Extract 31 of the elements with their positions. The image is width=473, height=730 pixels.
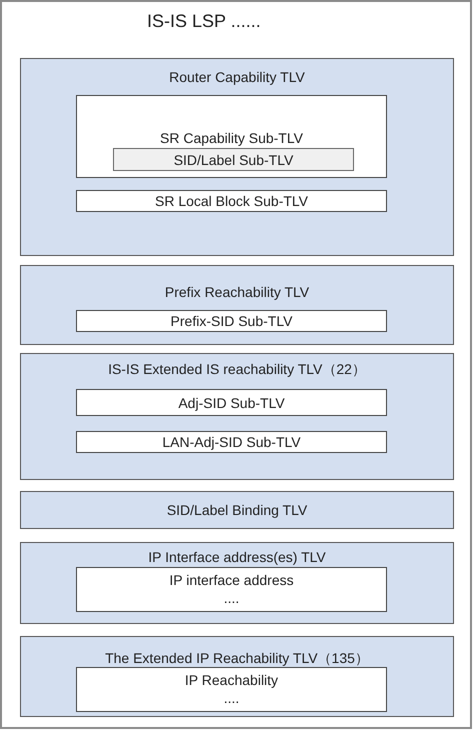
box-label: SR Capability Sub-TLV <box>160 129 303 147</box>
tlv-box <box>20 58 454 256</box>
sub-tlv-box <box>76 310 387 332</box>
tlv-box <box>20 265 454 345</box>
box-label: SR Local Block Sub-TLV <box>154 192 308 210</box>
tlv-box <box>20 353 454 480</box>
box-label: Adj-SID Sub-TLV <box>178 394 285 412</box>
box-label: LAN-Adj-SID Sub-TLV <box>162 433 301 451</box>
box-label: IS-IS Extended IS reachability TLV（22） <box>108 360 366 378</box>
sub-tlv-box <box>76 431 387 453</box>
box-label: Router Capability TLV <box>169 68 305 86</box>
sub-tlv-box <box>76 567 387 612</box>
sub-tlv-box <box>76 389 387 416</box>
sub-tlv-box <box>113 148 354 171</box>
box-label: SID/Label Binding TLV <box>166 501 308 519</box>
box-label: The Extended IP Reachability TLV（135） <box>105 649 369 667</box>
box-label: Prefix Reachability TLV <box>164 283 310 301</box>
sub-tlv-box <box>76 190 387 212</box>
sub-tlv-box <box>76 95 387 178</box>
box-label: IP Interface address(es) TLV <box>148 548 326 566</box>
box-label: SID/Label Sub-TLV <box>174 150 294 168</box>
diagram-heading: IS-IS LSP ...... <box>147 10 261 32</box>
tlv-box <box>20 636 454 717</box>
sub-tlv-box <box>76 667 387 712</box>
box-label: Prefix-SID Sub-TLV <box>170 312 292 330</box>
box-label: IP Reachability <box>184 671 278 689</box>
tlv-box <box>20 491 454 529</box>
ellipsis-text: .... <box>224 589 240 607</box>
tlv-box <box>20 542 454 624</box>
ellipsis-text: .... <box>224 689 240 707</box>
box-label: IP interface address <box>169 571 294 589</box>
